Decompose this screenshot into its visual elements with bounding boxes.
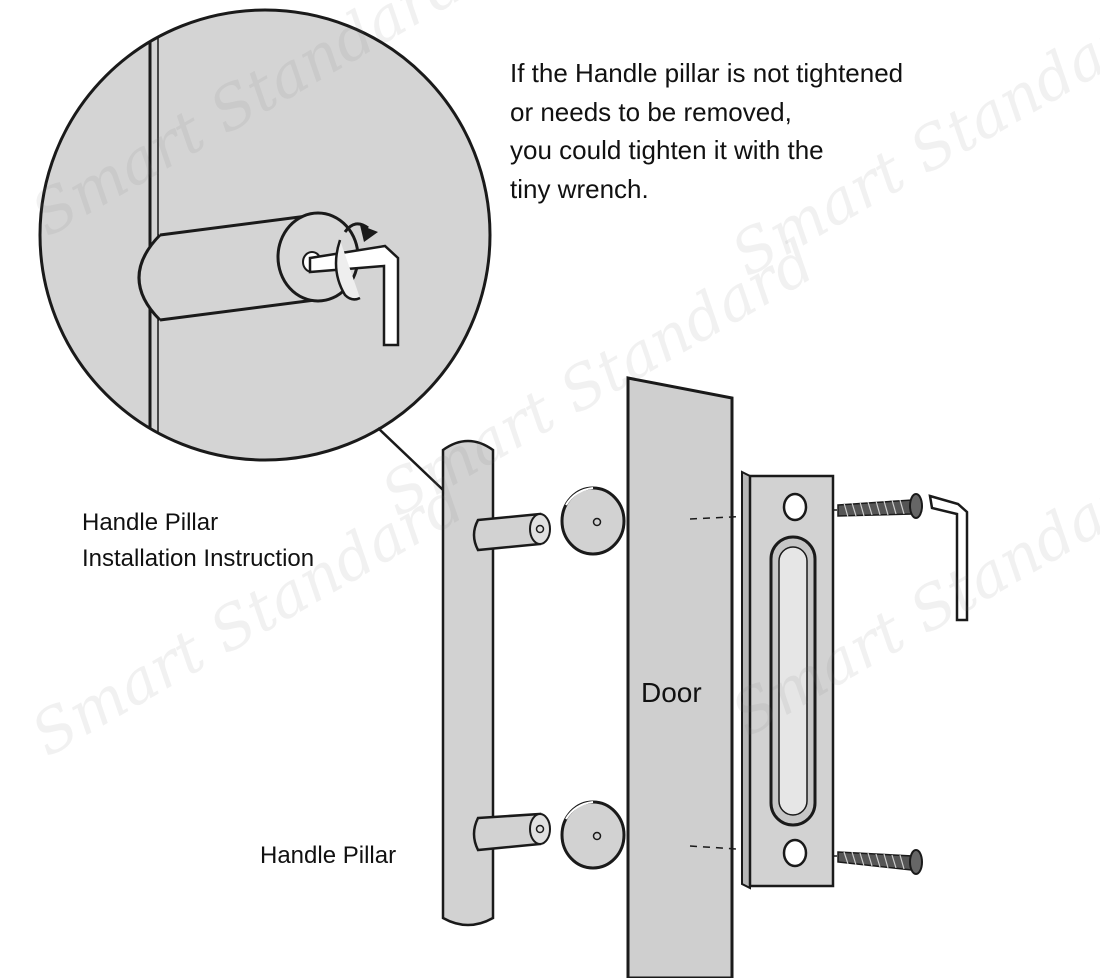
door-label: Door [641,677,702,708]
top-washer [560,486,626,556]
handle-bar [441,439,495,927]
note-line: tiny wrench. [510,173,649,204]
top-screw [837,493,923,519]
zoom-detail-circle [38,8,492,462]
installation-label-line: Installation Instruction [82,545,315,572]
instruction-note: If the Handle pillar is not tightened or… [510,54,903,208]
door-panel [626,376,734,978]
handle-pillar-label: Handle Pillar [260,842,397,869]
installation-label-line: Handle Pillar [82,509,219,536]
bottom-washer [560,800,626,870]
bottom-screw [837,849,923,875]
flush-pull-plate [741,470,835,890]
installation-label: Handle Pillar Installation Instruction [82,505,314,577]
bottom-pillar [472,812,551,852]
note-line: you could tighten it with the [510,135,824,165]
note-line: or needs to be removed, [510,96,792,127]
top-pillar [472,512,551,552]
hex-wrench [928,494,969,622]
note-line: If the Handle pillar is not tightened [510,58,904,88]
